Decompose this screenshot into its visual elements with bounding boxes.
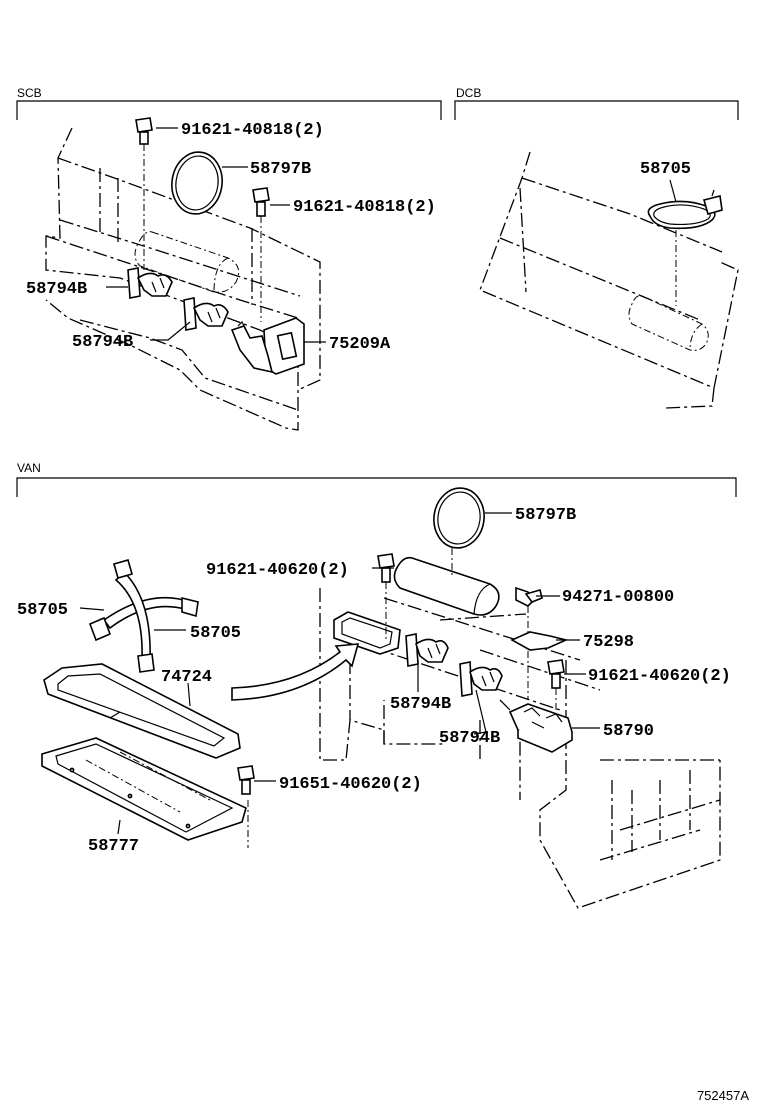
label-scb-holder: 75209A (329, 335, 391, 354)
label-scb-bracket-left: 58794B (26, 280, 87, 299)
label-van-strap-right: 58705 (190, 624, 241, 643)
label-scb-bolt-mid: 91621-40818(2) (293, 198, 436, 217)
label-dcb-strap: 58705 (640, 160, 691, 179)
van-tray-part (41, 737, 249, 848)
section-label-van: VAN (17, 461, 41, 475)
dcb-strap-part (647, 189, 723, 230)
label-van-wing-nut: 94271-00800 (562, 588, 674, 607)
scb-bolt-mid-part (252, 187, 270, 322)
label-van-plate: 75298 (583, 633, 634, 652)
label-van-strap-left: 58705 (17, 601, 68, 620)
van-ring-part (433, 487, 485, 549)
label-van-ring: 58797B (515, 506, 576, 525)
van-bolt-tray-part (237, 765, 255, 795)
label-van-bolt-clip: 91621-40620(2) (206, 561, 349, 580)
van-bracket-a-part (405, 633, 449, 667)
van-plate-part (510, 631, 569, 651)
van-fitting-frame (333, 611, 401, 655)
scb-leaders (106, 127, 326, 343)
label-van-bolt-holder: 91621-40620(2) (588, 667, 731, 686)
van-extinguisher (393, 548, 500, 616)
label-scb-bracket-lower: 58794B (72, 333, 133, 352)
label-van-bolt-tray: 91651-40620(2) (279, 775, 422, 794)
van-assembly (41, 487, 721, 909)
van-frame-part (43, 663, 241, 759)
van-bracket-b-part (459, 661, 503, 697)
section-brackets (16, 100, 739, 497)
scb-bolt-top-part (135, 117, 153, 270)
section-label-dcb: DCB (456, 86, 481, 100)
label-scb-ring: 58797B (250, 160, 311, 179)
label-van-bracket-a: 58794B (390, 695, 451, 714)
dcb-leader (669, 179, 677, 203)
van-direction-arrow (231, 643, 360, 701)
scb-holder-part (230, 317, 305, 375)
van-ring-inner (437, 491, 481, 545)
section-label-scb: SCB (17, 86, 42, 100)
van-holder-part (508, 703, 573, 753)
dcb-extinguisher (628, 230, 709, 351)
van-strap-right-part (113, 559, 155, 673)
scb-ring-inner (175, 155, 219, 211)
scb-ring-part (171, 151, 223, 215)
van-leaders (79, 567, 600, 835)
label-van-holder: 58790 (603, 722, 654, 741)
scb-assembly (45, 117, 326, 431)
van-bolt-holder-part (547, 659, 565, 714)
scb-extinguisher (134, 231, 240, 293)
scb-bracket-left-part (127, 267, 173, 299)
label-van-bracket-b: 58794B (439, 729, 500, 748)
figure-reference: 752457A (697, 1088, 749, 1103)
label-van-tray: 58777 (88, 837, 139, 856)
van-vehicle-body (319, 588, 721, 909)
label-van-frame: 74724 (161, 668, 212, 687)
scb-bracket-lower-part (183, 297, 229, 331)
van-wing-nut-part (515, 586, 543, 700)
dcb-assembly (479, 151, 739, 409)
dcb-vehicle-body (479, 151, 739, 409)
label-scb-bolt-top: 91621-40818(2) (181, 121, 324, 140)
